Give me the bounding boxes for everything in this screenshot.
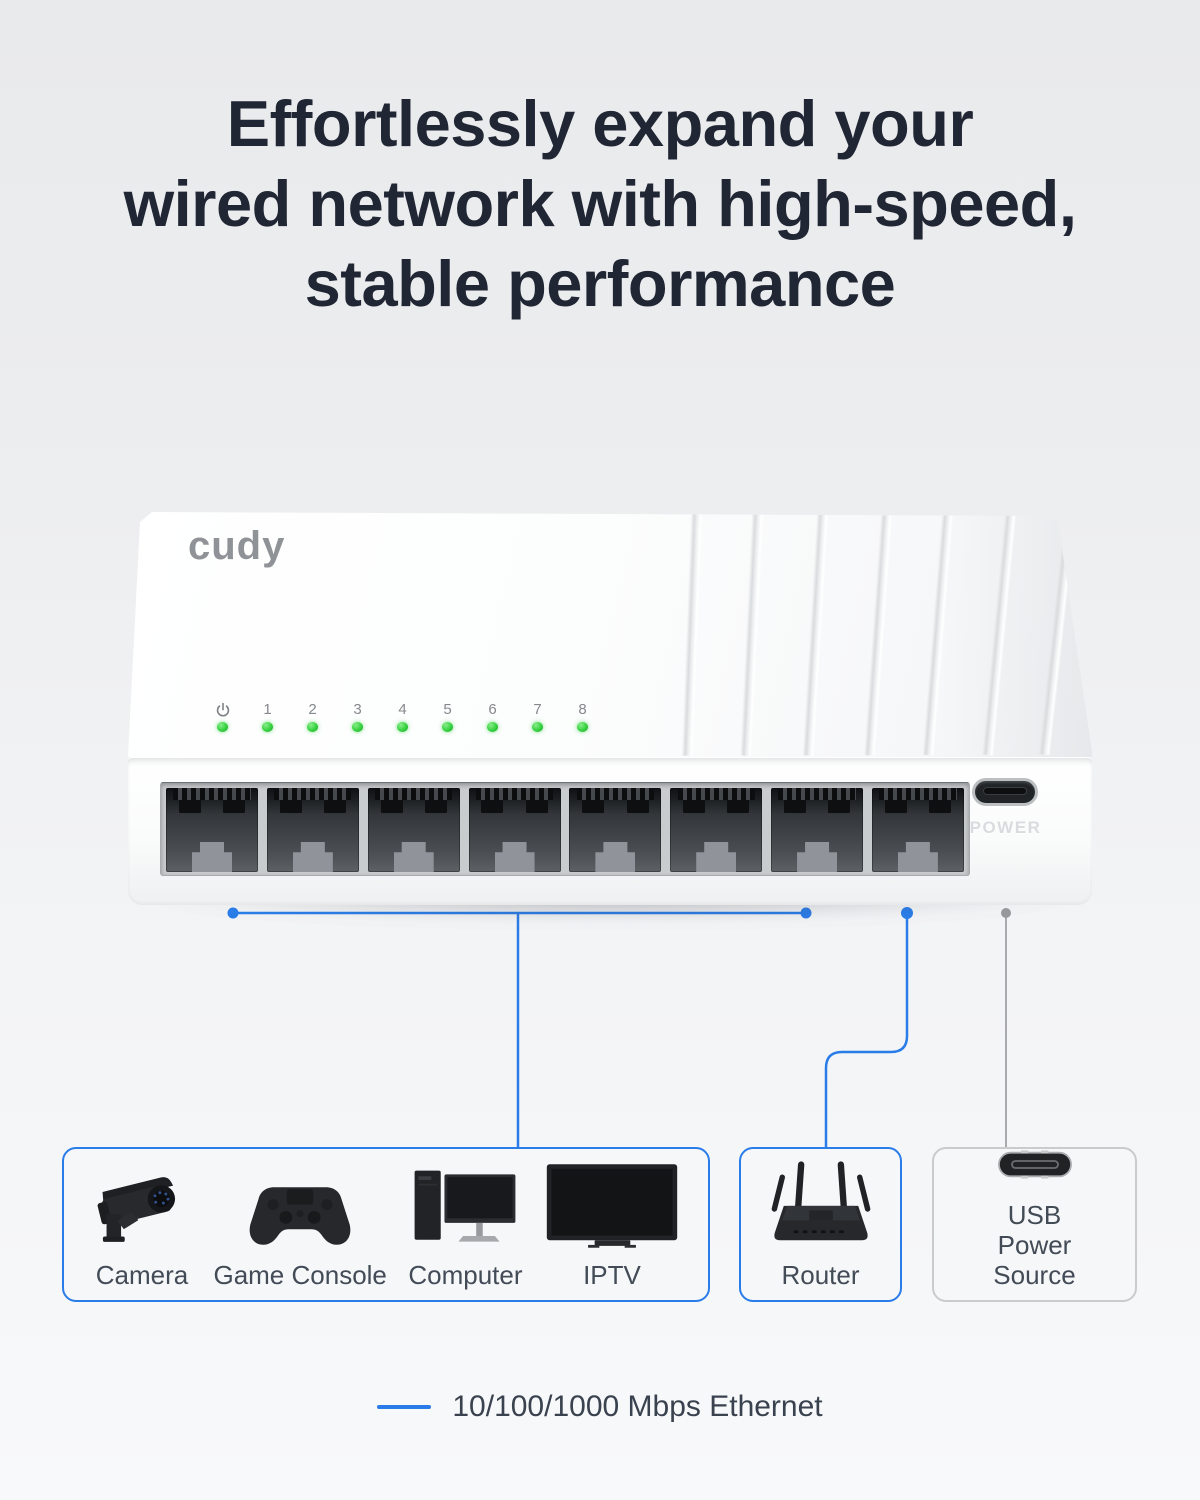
headline-line-2: wired network with high-speed,	[123, 167, 1077, 240]
port-strip	[160, 782, 970, 876]
game-console-icon	[249, 1187, 351, 1245]
led-row: 1 2 3 4 5 6 7 8	[200, 702, 605, 732]
device-label: IPTV	[583, 1260, 641, 1290]
legend: 10/100/1000 Mbps Ethernet	[0, 1390, 1200, 1424]
device-label: USB Power Source	[993, 1200, 1076, 1290]
led-label: 2	[308, 701, 317, 718]
vent-groove	[739, 512, 764, 756]
led-indicator: 6	[470, 702, 515, 732]
ethernet-legend-line	[377, 1405, 432, 1409]
usb-power-box: USB Power Source	[932, 1147, 1137, 1302]
led-light	[262, 722, 273, 732]
usb-c-power-port	[972, 778, 1038, 806]
ethernet-lines	[231, 911, 909, 1149]
power-port-label: POWER	[969, 818, 1042, 837]
led-label: 8	[578, 701, 587, 718]
device-item-game-console: Game Console	[213, 1149, 387, 1290]
led-indicator: 3	[335, 702, 380, 732]
led-indicator: 8	[560, 702, 605, 732]
power-line-dot	[1001, 908, 1011, 918]
led-label: 3	[353, 701, 362, 718]
computer-icon	[415, 1170, 516, 1242]
device-item-router: Router	[762, 1149, 880, 1290]
device-item-iptv: IPTV	[544, 1149, 680, 1290]
led-label: 4	[398, 701, 407, 718]
vent-groove	[802, 512, 829, 756]
router-box: Router	[739, 1147, 902, 1302]
led-light	[352, 722, 363, 732]
ethernet-port	[166, 788, 258, 872]
camera-icon	[97, 1177, 176, 1242]
ethernet-port	[569, 788, 662, 872]
device-item-computer: Computer	[408, 1149, 523, 1290]
ethernet-devices-box: Camera Game Console	[62, 1147, 710, 1302]
vent-groove	[863, 512, 893, 756]
device-label: Router	[781, 1260, 860, 1290]
ethernet-port	[266, 788, 359, 872]
ethernet-legend-label: 10/100/1000 Mbps Ethernet	[452, 1390, 823, 1423]
headline: Effortlessly expand your wired network w…	[0, 84, 1200, 324]
device-label: Computer	[408, 1260, 523, 1290]
led-light	[577, 722, 588, 732]
headline-line-3: stable performance	[304, 247, 896, 320]
switch-top-face: cudy 1 2 3 4 5 6 7 8	[128, 512, 1092, 757]
power-led-indicator	[200, 702, 245, 732]
device-label: Camera	[95, 1260, 189, 1290]
led-indicator: 2	[290, 702, 335, 732]
device-label: Game Console	[213, 1260, 387, 1290]
led-label: 5	[443, 701, 452, 718]
line-dot	[800, 907, 812, 919]
line-dot	[901, 907, 913, 919]
led-light	[217, 722, 228, 732]
led-label: 6	[488, 701, 497, 718]
ethernet-port	[670, 788, 763, 872]
led-label: 1	[263, 701, 272, 718]
led-light	[532, 722, 543, 732]
network-switch: cudy 1 2 3 4 5 6 7 8 POWER	[128, 508, 1092, 905]
iptv-icon	[546, 1164, 678, 1248]
brand-logo: cudy	[188, 524, 286, 568]
vent-groove	[681, 512, 703, 757]
top-face-shading	[942, 512, 1092, 757]
led-indicator: 4	[380, 702, 425, 732]
ethernet-port	[771, 788, 864, 872]
router-icon	[771, 1161, 870, 1241]
router-line	[824, 911, 909, 1149]
led-light	[397, 722, 408, 732]
led-indicator: 7	[515, 702, 560, 732]
device-item-usb-power: USB Power Source	[962, 1149, 1107, 1290]
ethernet-port	[367, 788, 460, 872]
led-indicator: 1	[245, 702, 290, 732]
led-indicator: 5	[425, 702, 470, 732]
power-icon	[216, 702, 229, 717]
led-light	[307, 722, 318, 732]
switch-front-face: POWER	[128, 757, 1092, 905]
led-light	[487, 722, 498, 732]
led-light	[442, 722, 453, 732]
headline-line-1: Effortlessly expand your	[226, 87, 974, 160]
led-label: 7	[533, 701, 542, 718]
usb-c-icon	[997, 1150, 1072, 1179]
line-dot	[227, 907, 239, 919]
ethernet-port	[871, 788, 964, 872]
device-item-camera: Camera	[92, 1149, 192, 1290]
ethernet-port	[468, 788, 561, 872]
